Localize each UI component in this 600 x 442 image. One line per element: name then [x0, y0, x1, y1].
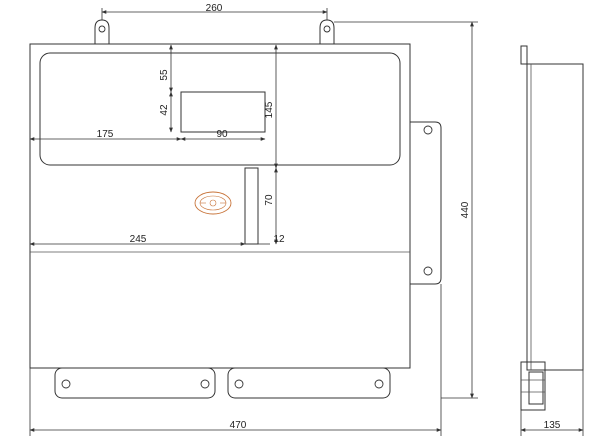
side-mount-ear-top [520, 45, 528, 65]
dim-overall-height: 440 [460, 201, 471, 218]
company-logo-seal-icon [194, 191, 232, 215]
bottom-rail-right-hole-1 [234, 379, 244, 389]
side-bottom-block [528, 371, 544, 405]
bottom-rail-left [54, 367, 216, 399]
enclosure-body [29, 43, 411, 369]
dimensions-side: 135 [520, 370, 584, 436]
dim-slot-width: 12 [273, 234, 285, 245]
side-mount-hole-bottom [423, 266, 433, 276]
side-mount-hole-top [423, 125, 433, 135]
dim-display-height: 42 [159, 104, 170, 116]
side-view [520, 45, 584, 411]
dim-slot-height: 70 [264, 194, 275, 206]
top-mount-hole-left [98, 25, 106, 33]
top-mount-hole-right [323, 25, 331, 33]
display-window [39, 52, 401, 166]
dim-display-window-height: 145 [264, 101, 275, 118]
bottom-rail-right [227, 367, 391, 399]
dim-display-top-offset: 55 [159, 69, 170, 81]
front-view [29, 19, 442, 399]
dimensions-front: 260 55 42 145 175 90 70 245 12 440 [29, 3, 478, 436]
dim-depth: 135 [544, 420, 561, 431]
display-screen [180, 91, 266, 133]
bottom-rail-left-hole-1 [61, 379, 71, 389]
bottom-rail-right-hole-2 [374, 379, 384, 389]
dim-display-width: 90 [216, 129, 228, 140]
dim-slot-left-offset: 245 [130, 234, 147, 245]
dim-overall-width: 470 [230, 420, 247, 431]
side-bottom-rail [520, 361, 546, 411]
dim-display-left-offset: 175 [97, 129, 114, 140]
slot-cutout [244, 167, 259, 245]
side-body [526, 63, 584, 371]
bottom-rail-left-hole-2 [200, 379, 210, 389]
side-mount-bracket [410, 121, 442, 285]
dim-top-holes-spacing: 260 [206, 3, 223, 14]
